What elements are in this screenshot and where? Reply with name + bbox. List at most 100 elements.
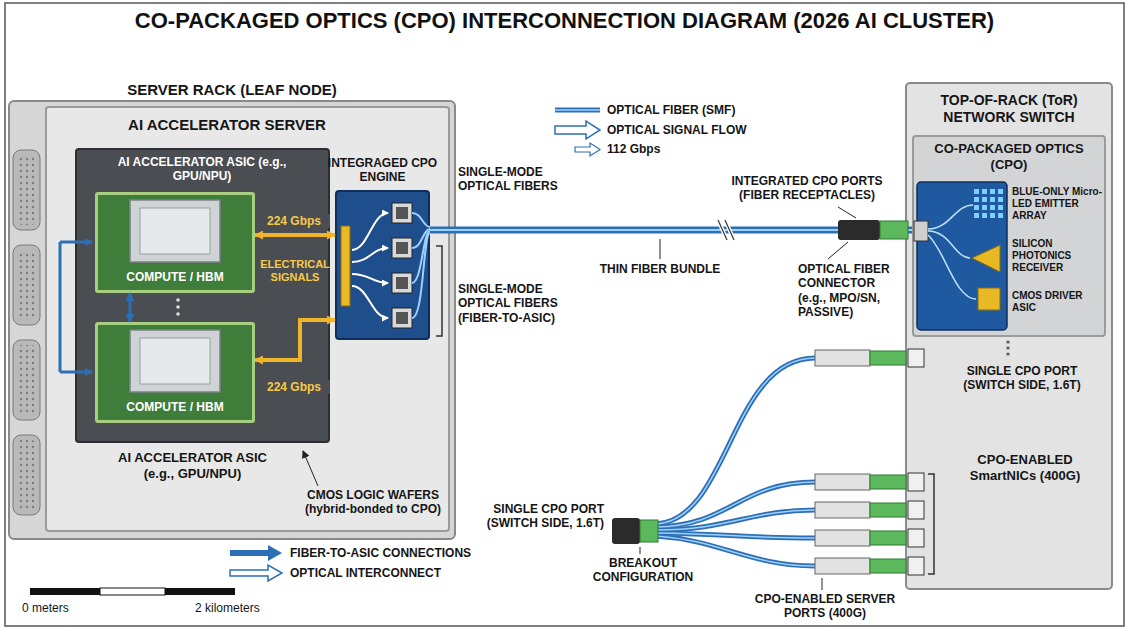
module-tip bbox=[870, 351, 906, 365]
optical-signal-arrow bbox=[352, 274, 388, 283]
breakout-fiber bbox=[656, 533, 815, 538]
ellipsis-dots bbox=[1006, 346, 1009, 349]
switch-port bbox=[908, 529, 924, 547]
node-heading: TOP-OF-RACK (ToR) NETWORK SWITCH bbox=[913, 92, 1105, 126]
callout-label: BLUE-ONLY Micro-LED EMITTER ARRAY bbox=[1012, 186, 1102, 222]
legend-sample bbox=[555, 121, 600, 139]
module-body bbox=[815, 474, 870, 490]
signal-connector bbox=[130, 293, 131, 322]
rack-slot bbox=[13, 150, 40, 515]
server-panel: AI ACCELERATOR SERVER AI ACCELERATOR ASIC… bbox=[45, 106, 450, 532]
emitter-array bbox=[974, 189, 1003, 218]
switch-port bbox=[908, 501, 924, 519]
leader-line bbox=[822, 578, 823, 590]
asic-board: AI ACCELERATOR ASIC (e.g., GPU/NPU) COMPU… bbox=[75, 148, 330, 443]
break-mark bbox=[718, 220, 734, 240]
callout-label: ELECTRICAL SIGNALS bbox=[260, 258, 330, 284]
node-heading: INTEGRAGED CPO ENGINE bbox=[323, 156, 442, 185]
legend-text: OPTICAL SIGNAL FLOW bbox=[607, 123, 807, 137]
leader-line bbox=[303, 207, 856, 590]
diagram-title: CO-PACKAGED OPTICS (CPO) INTERCONNECTION… bbox=[20, 8, 1109, 34]
fiber-connector-plug bbox=[880, 221, 908, 239]
breakout-plug bbox=[640, 520, 658, 542]
edge-label: 224 Gbps bbox=[258, 214, 330, 228]
node-heading: AI ACCELERATOR SERVER bbox=[67, 116, 387, 134]
cpo-chip bbox=[914, 221, 928, 241]
legend-sample bbox=[230, 545, 282, 581]
fiber-bundle bbox=[430, 230, 912, 231]
ellipsis-dots bbox=[176, 298, 180, 302]
emitter-pixel bbox=[974, 197, 979, 202]
cpo-chip bbox=[928, 205, 976, 299]
bracket bbox=[436, 246, 442, 336]
emitter-pixel bbox=[998, 189, 1003, 194]
engine-fiber bbox=[412, 231, 430, 283]
cpo-chip bbox=[972, 245, 1000, 272]
module-tip bbox=[870, 475, 906, 489]
ellipsis-dots bbox=[1006, 340, 1009, 343]
emitter-pixel bbox=[998, 205, 1003, 210]
node-heading: AI ACCELERATOR ASIC (e.g., GPU/NPU) bbox=[107, 155, 297, 184]
ellipsis-dots bbox=[176, 305, 180, 309]
legend-text: OPTICAL FIBER (SMF) bbox=[607, 103, 807, 117]
module-tip bbox=[870, 559, 906, 573]
breakout-fiber bbox=[656, 536, 815, 566]
breakout-fiber bbox=[656, 482, 815, 527]
electrical-bus-bar bbox=[341, 226, 350, 306]
breakout-fiber bbox=[656, 358, 815, 566]
breakout-plug bbox=[612, 518, 640, 544]
emitter-pixel bbox=[974, 213, 979, 218]
cpo-chip bbox=[978, 288, 1000, 310]
legend-sample bbox=[230, 565, 282, 581]
chip-die bbox=[140, 208, 210, 254]
edge-label: THIN FIBER BUNDLE bbox=[590, 262, 730, 276]
engine-fiber bbox=[412, 213, 430, 227]
emitter-pixel bbox=[998, 197, 1003, 202]
ellipsis-dots bbox=[1006, 352, 1009, 355]
signal-connector bbox=[255, 235, 335, 236]
callout-label: SINGLE-MODE OPTICAL FIBERS (FIBER-TO-ASI… bbox=[458, 282, 578, 325]
emitter-pixel bbox=[974, 189, 979, 194]
callout-label: SINGLE CPO PORT (SWITCH SIDE, 1.6T) bbox=[466, 502, 604, 531]
node-heading: COMPUTE / HBM bbox=[98, 270, 252, 284]
ellipsis-dots bbox=[176, 312, 180, 316]
emitter-pixel bbox=[998, 213, 1003, 218]
engine-fiber bbox=[412, 229, 430, 248]
callout-label: CMOS LOGIC WAFERS (hybrid-bonded to CPO) bbox=[300, 488, 446, 517]
fiber-to-asic-link bbox=[59, 242, 62, 372]
engine-port bbox=[396, 312, 408, 324]
breakout-plug bbox=[612, 518, 658, 544]
emitter-pixel bbox=[974, 205, 979, 210]
fiber-to-asic-link bbox=[60, 371, 92, 374]
rack-slot bbox=[17, 345, 36, 415]
edge-label: 224 Gbps bbox=[258, 380, 330, 394]
engine-port bbox=[392, 238, 412, 258]
module-tip bbox=[870, 531, 906, 545]
module-body bbox=[815, 558, 870, 574]
emitter-pixel bbox=[990, 197, 995, 202]
connector-line bbox=[255, 233, 335, 237]
ellipsis-dots bbox=[1006, 340, 1009, 355]
fiber-to-asic-link bbox=[60, 241, 92, 244]
chip-die bbox=[140, 338, 210, 384]
image-frame bbox=[5, 3, 1124, 626]
compute-chip: COMPUTE / HBM bbox=[95, 322, 255, 423]
cpo-engine: INTEGRAGED CPO ENGINE bbox=[335, 190, 430, 340]
leader-line bbox=[303, 451, 318, 486]
scale-bar bbox=[30, 588, 100, 595]
scale-bar bbox=[165, 588, 235, 595]
fiber-core bbox=[430, 229, 912, 231]
emitter-pixel bbox=[982, 189, 987, 194]
emitter-pixel bbox=[982, 205, 987, 210]
callout-label: 2 kilometers bbox=[195, 601, 295, 615]
emitter-pixel bbox=[982, 213, 987, 218]
callout-label: AI ACCELERATOR ASIC (e.g., GPU/NPU) bbox=[105, 450, 280, 481]
connector-line bbox=[255, 320, 335, 360]
break-mark bbox=[718, 220, 734, 240]
ellipsis-dots bbox=[176, 298, 180, 316]
module-body bbox=[815, 502, 870, 518]
breakout-fiber bbox=[656, 482, 815, 527]
optical-signal-arrow bbox=[352, 213, 388, 250]
